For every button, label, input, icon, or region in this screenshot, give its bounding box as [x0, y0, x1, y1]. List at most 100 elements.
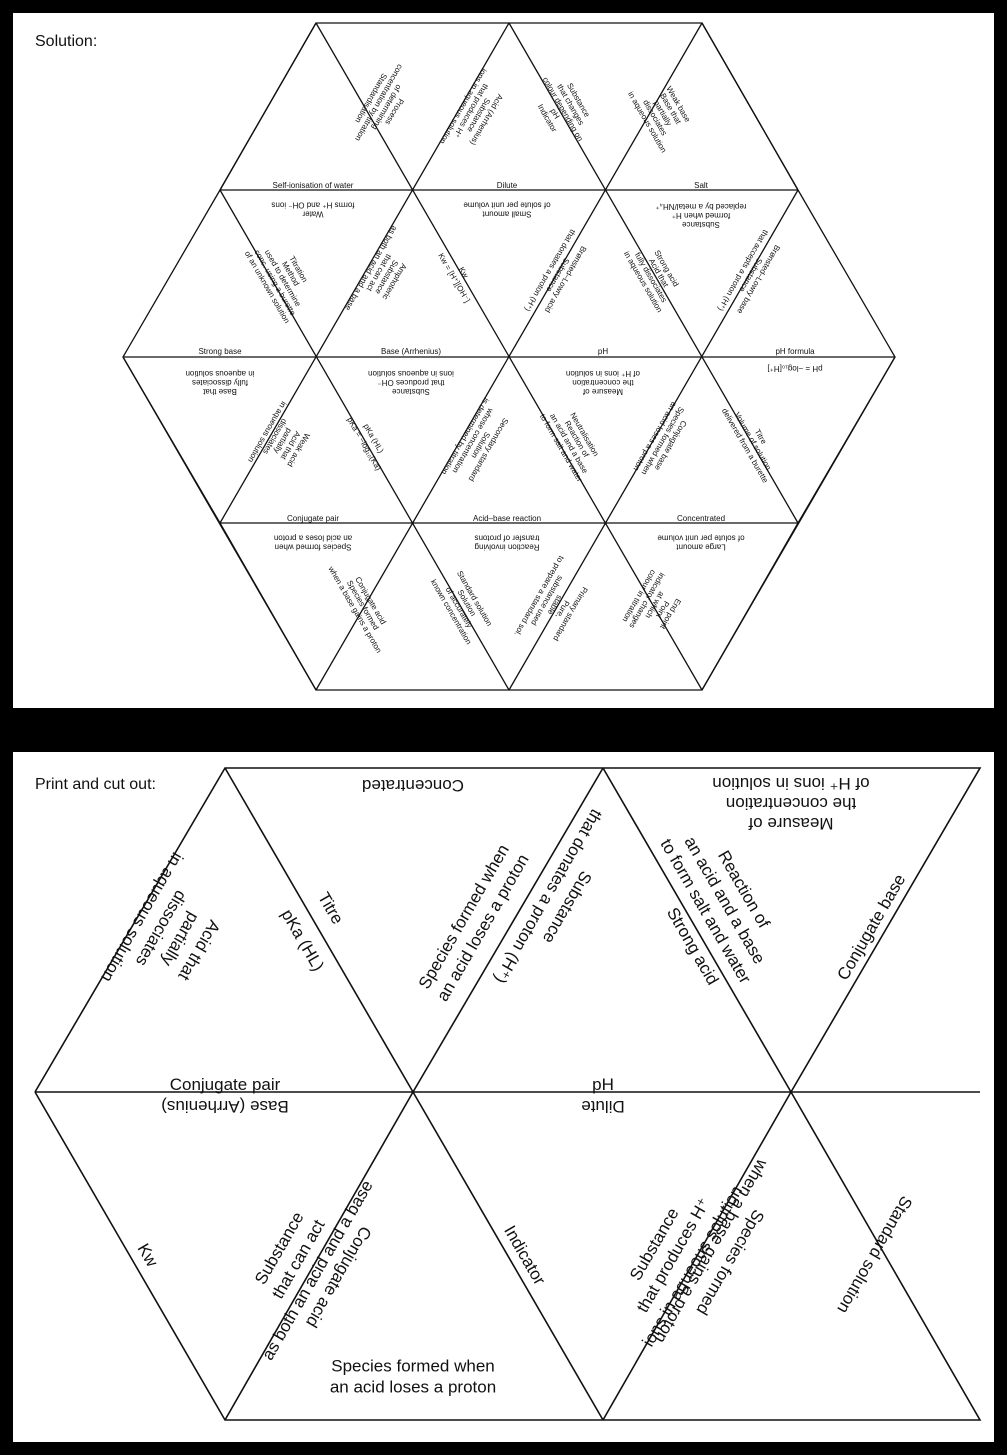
label-line: Kw = [H⁺][OH⁻]: [436, 252, 471, 304]
label-c5: pKa (HL): [277, 906, 327, 974]
label-s36: Large amountof solute per unit volume: [657, 534, 745, 552]
label-line: Reaction involving: [475, 543, 540, 552]
label-s33: Concentrated: [677, 514, 725, 523]
label-s3: Substancethat changescolour depending on…: [525, 66, 600, 151]
label-s40: End pointPointat whichindicator changesc…: [620, 566, 690, 643]
label-line: of solute per unit volume: [657, 534, 745, 543]
label-c12: pH: [592, 1075, 614, 1094]
label-s4: Weak baseBase thatpartiallydissociatesin…: [626, 72, 699, 154]
label-line: Species formed when: [331, 1356, 494, 1375]
label-line: Substance: [392, 387, 430, 396]
label-line: formed when H⁺: [672, 211, 730, 220]
label-line: transfer of protons: [475, 534, 540, 543]
label-line: Self-ionisation of water: [273, 181, 354, 190]
label-s14: Brønsted–Lowry acidSubstancethat donates…: [523, 228, 593, 322]
label-line: pH: [598, 347, 608, 356]
label-line: Water: [302, 210, 323, 219]
label-line: Small amount: [482, 210, 532, 219]
label-line: Dilute: [581, 1097, 624, 1116]
label-s37: Conjugate acidSpecies formedwhen a base …: [326, 555, 399, 654]
label-s24: pH = −log₁₀[H⁺]: [767, 364, 822, 373]
solution-hexagon: Processof determiningconcentration by ti…: [122, 22, 896, 691]
solution-panel: Solution: Processof determiningconcentra…: [13, 13, 994, 708]
label-line: pH formula: [775, 347, 815, 356]
label-s34: Species formed whenan acid loses a proto…: [274, 534, 352, 552]
label-line: Conjugate pair: [170, 1075, 281, 1094]
label-line: pH: [548, 107, 561, 121]
cutout-grid-lines: [34, 767, 982, 1421]
label-s31: Conjugate pair: [287, 514, 339, 523]
label-s17: Strong base: [198, 347, 242, 356]
label-c13: Base (Arrhenius): [161, 1097, 289, 1116]
label-c1: Concentrated: [362, 776, 464, 795]
label-line: that produces OH⁻: [378, 378, 445, 387]
label-c21: Standard solution: [833, 1193, 916, 1317]
cutout-triangles: Concentrated Measure ofthe concentration…: [34, 767, 982, 1421]
label-s8: Waterforms H⁺ and OH⁻ ions: [271, 201, 354, 219]
label-s29: Conjugate baseSpecies formed whenan acid…: [631, 400, 694, 481]
solution-title: Solution:: [35, 33, 98, 50]
label-line: an acid loses a proton: [330, 1377, 496, 1396]
label-s35: Reaction involvingtransfer of protons: [475, 534, 540, 552]
label-line: Strong base: [198, 347, 242, 356]
label-c3: Acid thatpartiallydissociatesin aqueous …: [97, 849, 244, 1018]
label-s11: TitrationMethodused to determineconc. us…: [243, 231, 323, 324]
label-line: pKa (HL): [277, 906, 327, 974]
cutout-title: Print and cut out:: [35, 776, 156, 793]
label-line: fully dissociates: [192, 378, 248, 387]
label-line: Acid–base reaction: [473, 514, 541, 523]
label-line: pH = −log₁₀[H⁺]: [767, 364, 822, 373]
label-line: pH: [592, 1075, 614, 1094]
cutout-labels: Concentrated Measure ofthe concentration…: [97, 774, 916, 1396]
label-line: Conjugate pair: [287, 514, 339, 523]
label-line: Conjugate base: [833, 871, 909, 984]
label-s7: Salt: [694, 181, 709, 190]
label-s21: Base thatfully dissociatesin aqueous sol…: [186, 369, 255, 396]
label-line: Base (Arrhenius): [161, 1097, 289, 1116]
label-line: of solute per unit volume: [463, 201, 551, 210]
label-c2: Measure ofthe concentrationof H⁺ ions in…: [712, 774, 869, 833]
label-line: Dilute: [497, 181, 518, 190]
label-s13: KwKw = [H⁺][OH⁻]: [436, 246, 481, 304]
label-line: Standard solution: [833, 1193, 916, 1317]
label-line: Measure of: [582, 387, 623, 396]
label-c11: Conjugate pair: [170, 1075, 281, 1094]
label-line: the concentration: [572, 378, 633, 387]
label-s10: Substanceformed when H⁺replaced by a met…: [655, 202, 746, 229]
cutout-panel: Print and cut out: Concentrated Measure …: [13, 752, 994, 1442]
label-s18: Base (Arrhenius): [381, 347, 441, 356]
label-line: Kw: [134, 1240, 163, 1271]
label-line: Concentrated: [677, 514, 725, 523]
label-c15: Kw: [134, 1240, 163, 1271]
label-line: Large amount: [676, 543, 726, 552]
solution-grid-lines: [122, 22, 896, 691]
label-s9: Small amountof solute per unit volume: [463, 201, 551, 219]
label-s38: Standard solutionSolutionof accuratelykn…: [429, 564, 497, 646]
label-line: of H⁺ ions in solution: [566, 369, 640, 378]
label-s30: TitreVolume of solutiondelivered from a …: [720, 398, 786, 485]
label-line: Species formed when: [275, 543, 352, 552]
label-c22: Species formed when an acid loses a proto…: [330, 1356, 496, 1396]
label-s20: pH formula: [775, 347, 815, 356]
label-s22: Substancethat produces OH⁻ions in aqueou…: [368, 369, 454, 396]
label-c4: Titre: [314, 889, 347, 927]
label-s23: Measure ofthe concentrationof H⁺ ions in…: [566, 369, 640, 396]
label-c10: Conjugate base: [833, 871, 909, 984]
label-s12: AmphotericSubstancethat can actas both a…: [343, 224, 422, 326]
label-line: Substance: [682, 220, 720, 229]
label-line: the concentration: [726, 794, 856, 813]
label-s19: pH: [598, 347, 608, 356]
label-line: an acid loses a proton: [274, 534, 352, 543]
label-line: replaced by a metal/NH₄⁺: [655, 202, 746, 211]
label-s39: Primary standardPure,stablesubstance use…: [512, 554, 597, 655]
label-line: of H⁺ ions in solution: [712, 774, 869, 793]
label-c7: Substancethat donates a proton (H⁺): [490, 806, 624, 998]
label-line: Measure of: [748, 814, 833, 833]
label-line: Salt: [694, 181, 709, 190]
label-c6: Species formed whenan acid loses a proto…: [414, 840, 533, 1005]
label-line: ions in aqueous solution: [368, 369, 454, 378]
label-s25: Weak acidAcid thatpartiallydissociatesin…: [246, 400, 319, 482]
label-line: Base (Arrhenius): [381, 347, 441, 356]
label-line: Titre: [314, 889, 347, 927]
label-line: in aqueous solution: [186, 369, 255, 378]
